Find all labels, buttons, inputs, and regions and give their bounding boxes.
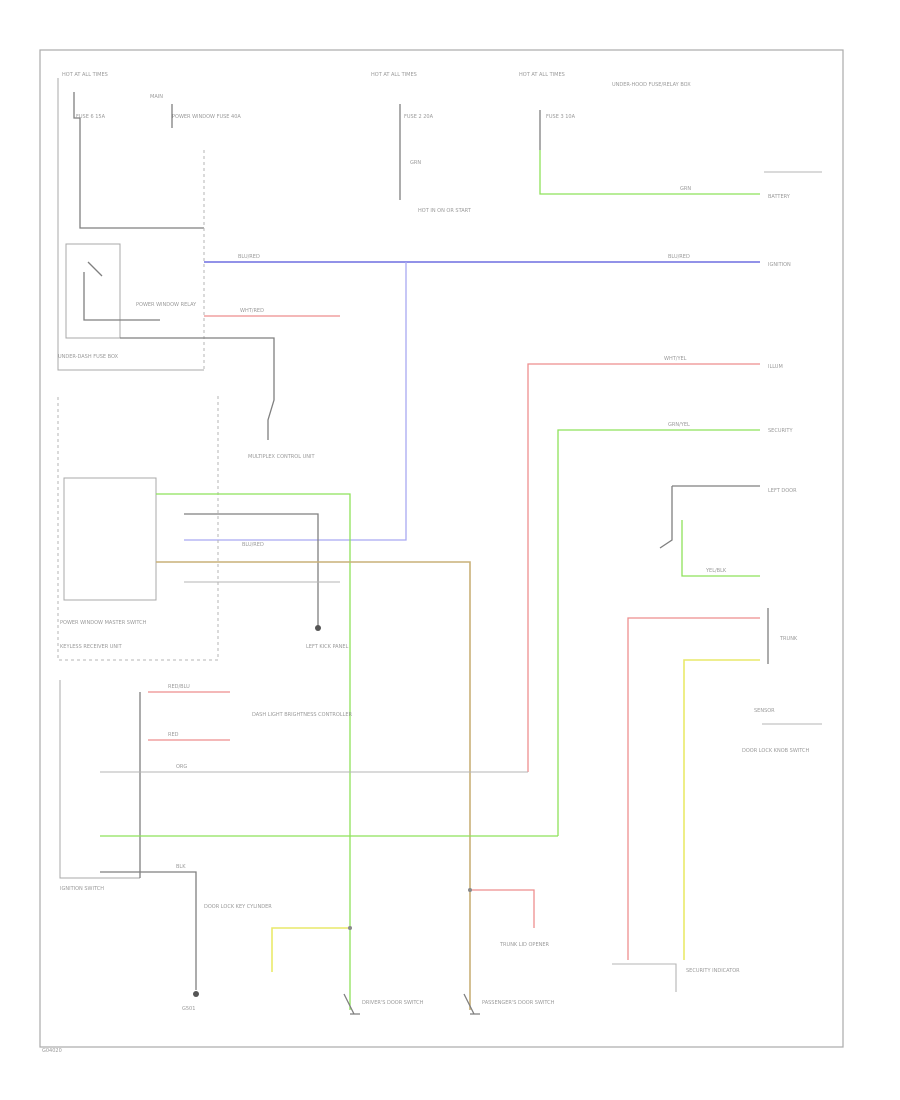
pw-fuse-label: POWER WINDOW FUSE 40A bbox=[172, 114, 241, 120]
ground-label: G501 bbox=[182, 1006, 195, 1012]
right-label-battery: BATTERY bbox=[768, 194, 791, 200]
wire-trunk-sensor-yellow bbox=[683, 659, 760, 960]
wire-blu-red-b: BLU/RED bbox=[668, 254, 690, 260]
fuse-right-label: FUSE 3 10A bbox=[546, 114, 576, 120]
wire-org-label: ORG bbox=[176, 764, 187, 770]
wire-blk-bottom bbox=[100, 871, 197, 990]
hot-label-left: HOT AT ALL TIMES bbox=[62, 72, 108, 78]
hot-label-mid: HOT AT ALL TIMES bbox=[371, 72, 417, 78]
wire-security bbox=[557, 429, 760, 836]
splice-dot-b bbox=[468, 888, 472, 892]
ignition-switch-outline bbox=[59, 680, 140, 879]
wire-grn-yel: GRN/YEL bbox=[668, 422, 690, 428]
ground-symbol-left bbox=[193, 991, 199, 997]
ground-symbol-mid bbox=[315, 625, 321, 631]
driver-door-label: DRIVER'S DOOR SWITCH bbox=[362, 1000, 424, 1006]
splice-dot-a bbox=[348, 926, 352, 930]
hot-label-right: HOT AT ALL TIMES bbox=[519, 72, 565, 78]
wire-to-switch bbox=[204, 337, 275, 440]
diagram-frame bbox=[39, 49, 844, 1048]
wire-blu-red-c: BLU/RED bbox=[242, 542, 264, 548]
wire-battery-feed bbox=[539, 150, 760, 195]
door-switch-a bbox=[659, 485, 760, 549]
wire-trunk-red bbox=[470, 889, 535, 928]
wire-door-yellow bbox=[271, 927, 350, 972]
wire-yel-blk: YEL/BLK bbox=[705, 568, 727, 574]
wire-door-green bbox=[156, 493, 351, 1010]
under-hood-box-outline bbox=[57, 78, 204, 371]
right-label-trunk: TRUNK bbox=[779, 636, 798, 642]
fuse-mid-label: FUSE 2 20A bbox=[404, 114, 434, 120]
right-label-security: SECURITY bbox=[768, 428, 793, 434]
wire-trunk-sensor-red bbox=[627, 617, 760, 960]
wire-grn-b: GRN bbox=[680, 186, 691, 192]
footer-code: G04020 bbox=[42, 1048, 62, 1054]
fuse-left-label: FUSE 6 15A bbox=[76, 114, 106, 120]
door-lock-label: DOOR LOCK KEY CYLINDER bbox=[204, 904, 272, 910]
ignition-switch-label: IGNITION SWITCH bbox=[60, 886, 104, 892]
ground-label-mid: LEFT KICK PANEL bbox=[306, 644, 349, 650]
passenger-door-label: PASSENGER'S DOOR SWITCH bbox=[482, 1000, 555, 1006]
under-dash-label: UNDER-DASH FUSE BOX bbox=[58, 354, 119, 360]
right-label-illum: ILLUM bbox=[768, 364, 783, 370]
right-label-sensor: SENSOR bbox=[754, 708, 775, 714]
right-label-note: DOOR LOCK KNOB SWITCH bbox=[742, 748, 810, 754]
dash-light-label: DASH LIGHT BRIGHTNESS CONTROLLER bbox=[252, 712, 353, 718]
right-label-ignition: IGNITION bbox=[768, 262, 791, 268]
trunk-opener-label: TRUNK LID OPENER bbox=[499, 942, 550, 948]
wire-blk-label: BLK bbox=[176, 864, 186, 870]
relay-switch bbox=[83, 261, 160, 321]
door-switch-wire bbox=[681, 520, 760, 577]
multiplex-label: MULTIPLEX CONTROL UNIT bbox=[248, 454, 315, 460]
wire-blu-red-a: BLU/RED bbox=[238, 254, 260, 260]
wire-red-blu-label: RED/BLU bbox=[168, 684, 190, 690]
right-label-left-door: LEFT DOOR bbox=[768, 488, 797, 494]
multiplex-box bbox=[57, 396, 219, 661]
hot-in-on-label: HOT IN ON OR START bbox=[418, 208, 472, 214]
wire-trunk-tan bbox=[156, 561, 471, 1010]
wire-ignition-drop bbox=[184, 262, 407, 541]
wire-blk-ground bbox=[184, 513, 319, 626]
wire-wht-yel: WHT/YEL bbox=[664, 356, 687, 362]
security-indicator-box bbox=[612, 963, 677, 992]
passenger-door-switch bbox=[463, 993, 480, 1015]
security-indicator-label: SECURITY INDICATOR bbox=[686, 968, 740, 974]
power-window-master-box bbox=[63, 477, 157, 601]
wire-red-label: RED bbox=[168, 732, 179, 738]
relay-label: POWER WINDOW RELAY bbox=[136, 302, 197, 308]
driver-door-switch bbox=[343, 993, 360, 1015]
wire-wht-red: WHT/RED bbox=[240, 308, 264, 314]
wire-fuse-left bbox=[73, 92, 204, 229]
master-switch-label: POWER WINDOW MASTER SWITCH bbox=[60, 620, 147, 626]
wire-illum bbox=[527, 363, 760, 772]
top-box-label: UNDER-HOOD FUSE/RELAY BOX bbox=[612, 82, 691, 88]
main-label: MAIN bbox=[150, 94, 163, 100]
power-window-relay-box bbox=[65, 243, 121, 339]
wire-grn-a: GRN bbox=[410, 160, 421, 166]
keyless-label: KEYLESS RECEIVER UNIT bbox=[60, 644, 123, 650]
